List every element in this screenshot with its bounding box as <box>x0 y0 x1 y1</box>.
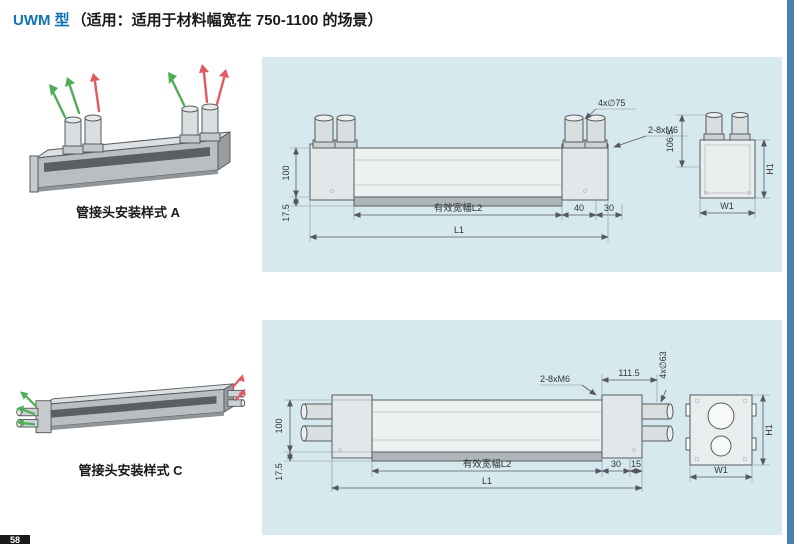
pipe-connector <box>300 403 333 442</box>
dimension-labels: 2-8xM6 111.5 4x∅63 100 17.5 有效宽幅L2 30 15… <box>274 351 774 486</box>
dim-label-h1: H1 <box>764 424 774 436</box>
model-name: UWM 型 <box>13 12 70 29</box>
product-a-illustration <box>29 64 231 193</box>
drawing-panel-a: 4x∅75 2-8xM6 100 17.5 有效宽幅L2 40 30 L1 10… <box>262 57 782 272</box>
dim-label-100: 100 <box>281 165 291 180</box>
front-view <box>309 114 609 207</box>
pipe-connector <box>562 114 586 149</box>
dim-label-111-5: 111.5 <box>618 368 639 378</box>
pipe-connector <box>62 116 84 155</box>
dim-label-l1: L1 <box>454 225 464 235</box>
pipe-connector <box>199 103 221 142</box>
pipe-connector <box>584 114 608 149</box>
title-description: （适用：适用于材料幅宽在 750-1100 的场景） <box>71 12 383 29</box>
dim-label-m6: 2-8xM6 <box>648 125 678 135</box>
dim-label-30: 30 <box>611 459 621 469</box>
lamp-body-3d <box>35 382 234 434</box>
right-edge-band <box>787 0 794 544</box>
dim-label-106-5: 106.5 <box>665 130 675 153</box>
dim-label-100: 100 <box>274 418 284 433</box>
airflow-arrows <box>49 64 229 119</box>
product-render-a <box>18 60 238 205</box>
dim-label-h1: H1 <box>765 163 775 175</box>
dim-label-w1: W1 <box>714 465 728 475</box>
dim-label-15: 15 <box>631 459 641 469</box>
product-render-c <box>8 365 253 459</box>
pipe-connector <box>641 403 674 442</box>
dim-label-17-5: 17.5 <box>281 204 291 222</box>
drawing-panel-c: 2-8xM6 111.5 4x∅63 100 17.5 有效宽幅L2 30 15… <box>262 320 782 535</box>
dim-label-effective-width-l2: 有效宽幅L2 <box>463 458 512 470</box>
page-number: 58 <box>0 535 30 544</box>
dimension-labels: 4x∅75 2-8xM6 100 17.5 有效宽幅L2 40 30 L1 10… <box>281 98 775 235</box>
dim-label-4x75: 4x∅75 <box>598 98 625 108</box>
front-view <box>300 394 674 462</box>
dim-label-w1: W1 <box>720 201 734 211</box>
dim-label-4x63: 4x∅63 <box>658 351 668 378</box>
dim-label-17-5: 17.5 <box>274 463 284 481</box>
pipe-connector <box>82 114 104 153</box>
pipe-connector <box>334 114 358 149</box>
pipe-connector <box>312 114 336 149</box>
dim-label-m6: 2-8xM6 <box>540 374 570 384</box>
dimension-lines <box>284 374 770 492</box>
pipe-connector <box>179 105 201 144</box>
side-view <box>699 112 756 199</box>
dim-label-30: 30 <box>604 203 614 213</box>
technical-drawing-c: 2-8xM6 111.5 4x∅63 100 17.5 有效宽幅L2 30 15… <box>274 351 774 492</box>
airflow-arrows <box>16 374 246 427</box>
side-view <box>685 394 757 466</box>
dim-label-l1: L1 <box>482 476 492 486</box>
technical-drawing-a: 4x∅75 2-8xM6 100 17.5 有效宽幅L2 40 30 L1 10… <box>281 98 775 242</box>
product-c-illustration <box>16 374 246 434</box>
dim-label-40: 40 <box>574 203 584 213</box>
caption-style-a: 管接头安装样式 A <box>75 205 180 220</box>
dimension-lines <box>290 108 770 242</box>
page-title: UWM 型（适用：适用于材料幅宽在 750-1100 的场景） <box>13 9 383 30</box>
caption-style-c: 管接头安装样式 C <box>78 463 183 478</box>
dim-label-effective-width-l2: 有效宽幅L2 <box>434 202 483 214</box>
